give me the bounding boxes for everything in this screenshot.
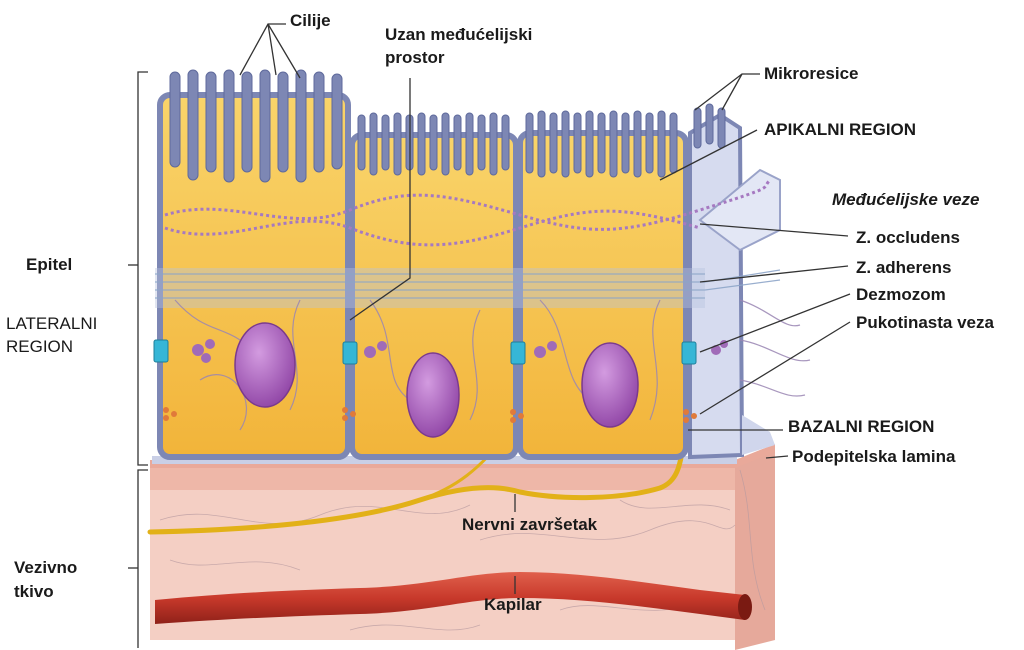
label-epitel: Epitel — [26, 255, 72, 274]
label-lateralni-2: REGION — [6, 337, 73, 356]
labels: Cilije Uzan međućelijski prostor Mikrore… — [6, 11, 994, 614]
label-apikalni: APIKALNI REGION — [764, 120, 916, 139]
connective-tissue — [150, 444, 775, 650]
label-kapilar: Kapilar — [484, 595, 542, 614]
label-cilije: Cilije — [290, 11, 331, 30]
label-pukotinasta: Pukotinasta veza — [856, 313, 994, 332]
nucleus-3 — [581, 342, 639, 428]
zonula-adherens — [155, 268, 781, 308]
region-brackets — [128, 71, 148, 648]
nerve-ending — [147, 427, 687, 535]
desmosomes — [153, 339, 697, 365]
nucleus-2 — [406, 352, 460, 438]
nuclei — [234, 322, 639, 438]
microvilli — [357, 103, 726, 178]
cell-1 — [157, 92, 351, 460]
capillary — [155, 572, 752, 624]
nucleus-1 — [234, 322, 296, 408]
gap-junctions — [163, 407, 697, 423]
label-adherens: Z. adherens — [856, 258, 951, 277]
label-uzan-2: prostor — [385, 48, 445, 67]
vesicles — [192, 339, 728, 363]
label-mikroresice: Mikroresice — [764, 64, 859, 83]
label-medjucelijske: Međućelijske veze — [832, 190, 979, 209]
label-nervni: Nervni završetak — [462, 515, 598, 534]
label-lateralni-1: LATERALNI — [6, 314, 97, 333]
zonula-occludens — [164, 178, 772, 247]
label-vezivno-1: Vezivno — [14, 558, 77, 577]
cilia — [169, 69, 343, 183]
label-occludens: Z. occludens — [856, 228, 960, 247]
label-podepitelska: Podepitelska lamina — [792, 447, 956, 466]
label-bazalni: BAZALNI REGION — [788, 417, 934, 436]
label-vezivno-2: tkivo — [14, 582, 54, 601]
label-uzan-1: Uzan međućelijski — [385, 25, 532, 44]
label-dezmozom: Dezmozom — [856, 285, 946, 304]
cytoskeleton-filaments — [174, 299, 811, 431]
leader-lines — [239, 23, 851, 594]
